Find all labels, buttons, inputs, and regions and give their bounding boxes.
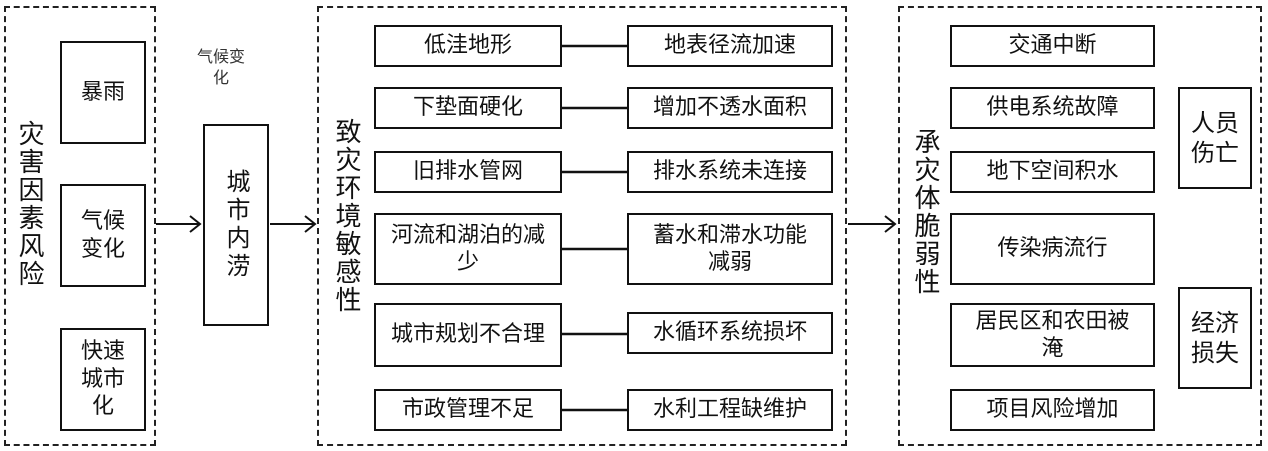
urban-waterlogging-box: 城市内涝: [203, 124, 269, 326]
outcome-casualties: 人员伤亡: [1178, 87, 1252, 189]
cause-old-drainage: 旧排水管网: [374, 151, 562, 193]
impact-underground-flooding: 地下空间积水: [950, 151, 1155, 193]
impact-epidemic: 传染病流行: [950, 213, 1155, 285]
environment-sensitivity-title: 致灾环境敏感性: [331, 118, 361, 314]
effect-impervious-area: 增加不透水面积: [627, 87, 833, 129]
arrowhead-to-vulnerability: [884, 215, 897, 233]
outcome-economic-loss: 经济损失: [1178, 287, 1252, 389]
cause-low-terrain: 低洼地形: [374, 25, 562, 67]
impact-project-risk: 项目风险增加: [950, 389, 1155, 431]
vulnerability-frame: [898, 6, 1262, 446]
impact-residential-flooded: 居民区和农田被淹: [950, 303, 1155, 367]
cause-fewer-rivers-lakes: 河流和湖泊的减少: [374, 213, 562, 285]
effect-drainage-unconnected: 排水系统未连接: [627, 151, 833, 193]
effect-storage-weakened: 蓄水和滞水功能减弱: [627, 213, 833, 285]
impact-power-failure: 供电系统故障: [950, 87, 1155, 129]
effect-water-cycle-damage: 水循环系统损坏: [627, 312, 833, 354]
cause-hardened-surface: 下垫面硬化: [374, 87, 562, 129]
hazard-factors-title: 灾害因素风险: [14, 120, 44, 288]
environment-sensitivity-frame: [317, 6, 847, 446]
effect-runoff: 地表径流加速: [627, 25, 833, 67]
arrowhead-to-waterlogging: [189, 215, 202, 233]
cause-weak-management: 市政管理不足: [374, 389, 562, 431]
cause-poor-planning: 城市规划不合理: [374, 303, 562, 367]
factor-climate-change: 气候变化: [60, 184, 146, 287]
hazard-factors-frame: [4, 6, 156, 446]
effect-lack-maintenance: 水利工程缺维护: [627, 389, 833, 431]
climate-change-label: 气候变化: [196, 47, 245, 87]
impact-traffic: 交通中断: [950, 25, 1155, 67]
factor-rainstorm: 暴雨: [60, 41, 146, 144]
arrowhead-to-sensitivity: [304, 215, 317, 233]
urban-waterlogging-text: 城市内涝: [222, 169, 250, 281]
vulnerability-title: 承灾体脆弱性: [910, 128, 940, 296]
factor-urbanization: 快速城市化: [60, 328, 146, 431]
